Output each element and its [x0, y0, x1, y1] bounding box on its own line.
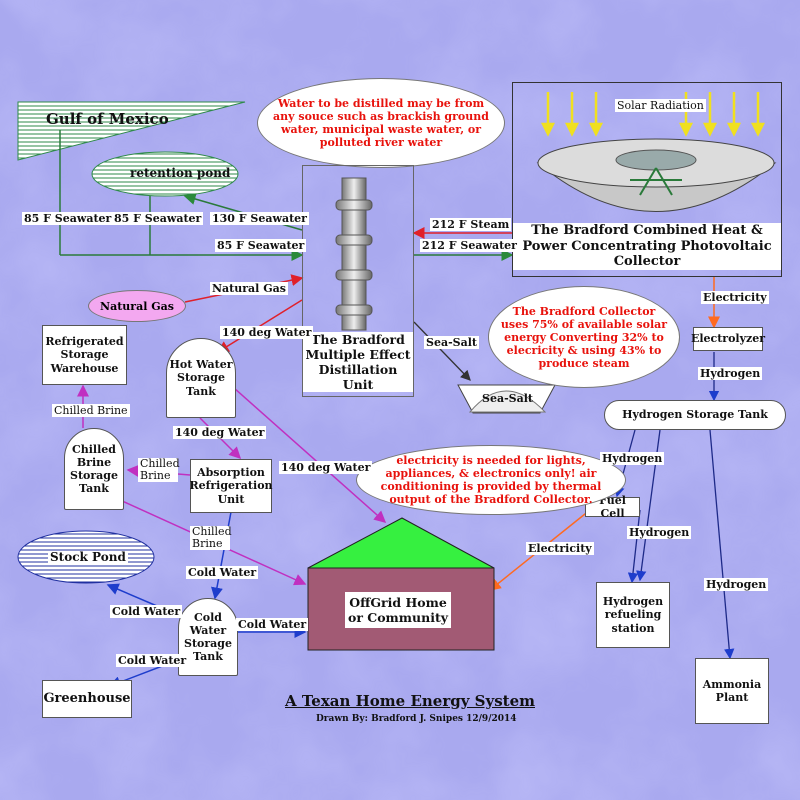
stock-pond-label: Stock Pond: [48, 550, 128, 564]
flow-label-seawater-85b: 85 F Seawater: [112, 212, 204, 225]
chilled-brine-tank: Chilled Brine Storage Tank: [64, 428, 124, 510]
collector-box: The Bradford Combined Heat & Power Conce…: [512, 82, 782, 277]
distillation-unit-label: The Bradford Multiple Effect Distillatio…: [303, 332, 413, 392]
refrigerated-warehouse: Refrigerated Storage Warehouse: [42, 325, 127, 385]
electricity-use-note: electricity is needed for lights, applia…: [356, 445, 626, 515]
flow-label-cold-water-c: Cold Water: [236, 618, 309, 631]
flow-label-water-140b: 140 deg Water: [173, 426, 267, 439]
flow-label-chilled-brine-c: Chilled Brine: [190, 525, 232, 550]
collector-efficiency-note: The Bradford Collector uses 75% of avail…: [488, 286, 680, 388]
distillation-unit: The Bradford Multiple Effect Distillatio…: [302, 165, 414, 397]
hydrogen-refueling-station: Hydrogen refueling station: [596, 582, 670, 648]
flow-label-cold-water-d: Cold Water: [116, 654, 189, 667]
flow-label-seawater-130: 130 F Seawater: [210, 212, 309, 225]
diagram-credit: Drawn By: Bradford J. Snipes 12/9/2014: [316, 714, 517, 724]
flow-label-hydrogen-a: Hydrogen: [698, 367, 763, 380]
electrolyzer: Electrolyzer: [691, 327, 765, 351]
diagram-title: A Texan Home Energy System: [285, 692, 535, 710]
collector-label: The Bradford Combined Heat & Power Conce…: [513, 223, 781, 270]
ammonia-plant: Ammonia Plant: [695, 658, 769, 724]
water-source-note: Water to be distilled may be from any so…: [257, 78, 505, 168]
flow-label-water-140c: 140 deg Water: [279, 461, 373, 474]
flow-label-electricity-b: Electricity: [526, 542, 594, 555]
house-roof: [307, 517, 495, 569]
greenhouse: Greenhouse: [42, 680, 132, 718]
sea-salt-label: Sea-Salt: [482, 392, 533, 405]
collector-dish-graphic: [536, 138, 777, 212]
flow-label-hydrogen-d: Hydrogen: [704, 578, 769, 591]
retention-pond-shape: [91, 151, 239, 197]
hydrogen-storage-tank: Hydrogen Storage Tank: [604, 400, 786, 430]
flow-label-natural-gas: Natural Gas: [210, 282, 288, 295]
hot-water-tank: Hot Water Storage Tank: [166, 338, 236, 418]
flow-label-cold-water-b: Cold Water: [110, 605, 183, 618]
gulf-label: Gulf of Mexico: [46, 110, 169, 128]
flow-label-water-140a: 140 deg Water: [220, 326, 314, 339]
flow-label-chilled-brine-b: Chilled Brine: [138, 457, 180, 482]
flow-label-seawater-212: 212 F Seawater: [420, 239, 519, 252]
retention-pond-label: retention pond: [130, 166, 231, 180]
flow-label-chilled-brine-a: Chilled Brine: [52, 404, 130, 417]
absorption-refrigeration-unit: Absorption Refrigeration Unit: [189, 459, 273, 513]
flow-label-seawater-85a: 85 F Seawater: [22, 212, 114, 225]
flow-label-seawater-85c: 85 F Seawater: [215, 239, 307, 252]
offgrid-home-label: OffGrid Home or Community: [345, 592, 451, 628]
distillation-column-graphic: [335, 177, 373, 331]
gulf-shape: [17, 101, 246, 161]
flow-label-sea-salt: Sea-Salt: [424, 336, 479, 349]
flow-label-hydrogen-b: Hydrogen: [600, 452, 665, 465]
solar-radiation-label: Solar Radiation: [615, 99, 706, 112]
flow-label-steam-212: 212 F Steam: [430, 218, 512, 231]
natural-gas-node: Natural Gas: [88, 290, 186, 322]
flow-label-electricity-a: Electricity: [701, 291, 769, 304]
flow-label-hydrogen-c: Hydrogen: [627, 526, 692, 539]
flow-label-cold-water-a: Cold Water: [186, 566, 259, 579]
